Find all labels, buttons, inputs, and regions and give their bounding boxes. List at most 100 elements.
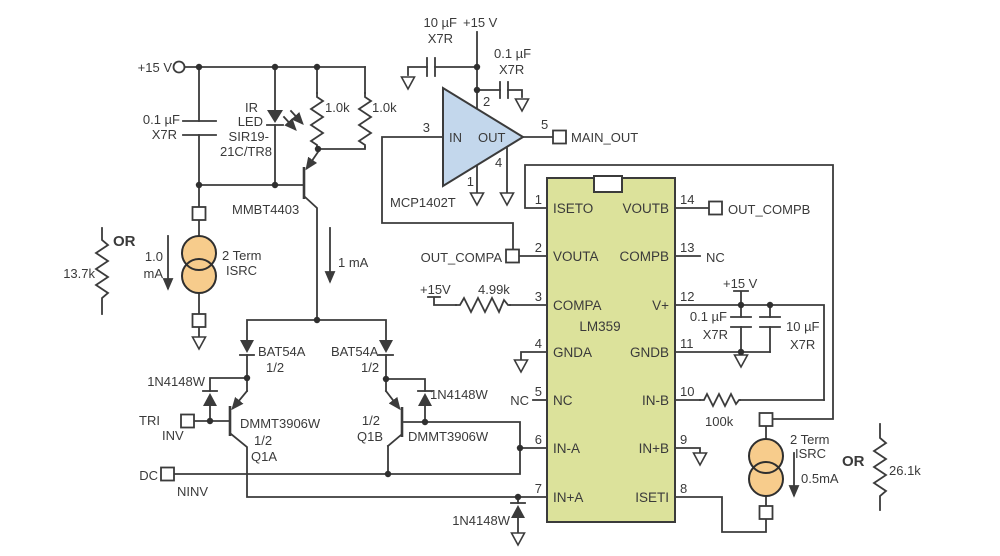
isrc-right-current: 0.5mA — [801, 471, 839, 486]
buffer-mcp1402t — [442, 86, 525, 188]
pin-number: 2 — [535, 240, 542, 255]
capacitors — [182, 57, 781, 328]
dc-label: DC — [139, 468, 158, 483]
wire-gnda — [520, 351, 548, 361]
vcc-vplus-label: +15 V — [723, 276, 758, 291]
q1b-part-label: DMMT3906W — [408, 429, 489, 444]
ic-notch — [593, 175, 623, 193]
cin-type: X7R — [152, 127, 177, 142]
terminal-dc — [160, 466, 175, 482]
collector-current-label: 1 mA — [338, 255, 369, 270]
r-load2-label: 1.0k — [372, 100, 397, 115]
wire-d1 — [209, 377, 248, 422]
r-inb-label: 100k — [705, 414, 734, 429]
terminal-tri — [180, 413, 195, 429]
transistor-mmbt4403 — [302, 148, 319, 199]
ground-icon — [692, 452, 708, 467]
wire-compa — [427, 296, 548, 306]
q1b-name-label: Q1B — [357, 429, 383, 444]
pin-number: 11 — [680, 336, 694, 351]
wire-d2 — [385, 378, 426, 423]
transistor-q1b — [384, 389, 404, 448]
d3-label: 1N4148W — [452, 513, 511, 528]
led-emission-arrow — [289, 109, 304, 125]
buffer-pin2: 2 — [483, 94, 490, 109]
bat54a-1-half: 1/2 — [266, 360, 284, 375]
ninv-label: NINV — [177, 484, 208, 499]
pin-label: NC — [553, 393, 573, 408]
pin-label: GNDA — [553, 345, 592, 360]
buffer-in-label: IN — [449, 130, 462, 145]
buffer-pin1: 1 — [467, 174, 474, 189]
led-emission-arrow — [282, 115, 297, 131]
pin-label: IN-A — [553, 441, 580, 456]
r-load1-label: 1.0k — [325, 100, 350, 115]
pin-label: V+ — [652, 298, 669, 313]
capacitor-cbulk2 — [759, 316, 781, 328]
capacitor-cbyp2 — [730, 316, 752, 328]
wire-iseto-loop — [524, 164, 834, 420]
cbyp-value: 0.1 µF — [494, 46, 531, 61]
diode-1n4148w-3 — [510, 502, 526, 518]
pin-label: GNDB — [630, 345, 669, 360]
pin-number: 3 — [535, 289, 542, 304]
pin-number: 5 — [535, 384, 542, 399]
pin-number: 8 — [680, 481, 687, 496]
transistors — [228, 148, 404, 448]
buffer-pin3: 3 — [423, 120, 430, 135]
terminal-isrc-left-bottom — [191, 313, 207, 328]
ic-part-label: LM359 — [579, 319, 620, 334]
pin-label: VOUTA — [553, 249, 599, 264]
led-label-2: LED — [238, 114, 263, 129]
pin-number: 12 — [680, 289, 694, 304]
wire-q1a-collector — [229, 432, 548, 498]
resistor-1k-b — [357, 92, 373, 148]
resistor-100k — [699, 391, 741, 409]
terminal-isrc-left-top — [191, 206, 207, 221]
wire-vplus — [674, 290, 825, 401]
labels: +15 V 0.1 µF X7R IR LED SIR19- 21C/TR8 1… — [63, 15, 921, 528]
r-alt-right-label: 26.1k — [889, 463, 921, 478]
pin-number: 13 — [680, 240, 694, 255]
isrc-left-type-1: 2 Term — [222, 248, 262, 263]
isrc-left-current-1: 1.0 — [145, 249, 163, 264]
current-source-right — [748, 438, 800, 498]
vcc-top-left-label: +15 V — [138, 60, 173, 75]
bat54a-2-half: 1/2 — [361, 360, 379, 375]
wire-collector — [303, 195, 318, 321]
buffer-part-label: MCP1402T — [390, 195, 456, 210]
nc5-label: NC — [510, 393, 529, 408]
ir-led — [266, 109, 304, 131]
current-source-left — [162, 235, 217, 294]
pin-number: 14 — [680, 192, 694, 207]
terminal-isrc-right-bottom — [758, 505, 774, 520]
pin-number: 6 — [535, 432, 542, 447]
cin-value: 0.1 µF — [143, 112, 180, 127]
r-alt-left-label: 13.7k — [63, 266, 95, 281]
wire-vouta-in — [381, 136, 548, 257]
cbyp2-value: 0.1 µF — [690, 309, 727, 324]
isrc-right-type-1: 2 Term — [790, 432, 830, 447]
terminal-out-compa — [505, 248, 520, 264]
buffer-out-label: OUT — [478, 130, 506, 145]
isrc-left-current-2: mA — [144, 266, 164, 281]
terminal-main-out — [552, 129, 567, 145]
buffer-pin5: 5 — [541, 117, 548, 132]
resistor-13k7 — [94, 227, 110, 315]
q1b-half-label: 1/2 — [362, 413, 380, 428]
cbyp-type: X7R — [499, 62, 524, 77]
resistors — [94, 92, 888, 511]
ground-icon — [400, 76, 416, 91]
wire-inpb — [674, 447, 701, 454]
capacitor-cbulk — [426, 57, 436, 77]
vcc-top-mid-label: +15 V — [463, 15, 498, 30]
transistor-q1a — [228, 389, 249, 436]
terminal-isrc-right-top — [758, 412, 774, 427]
terminal-vcc — [172, 60, 186, 74]
pin-label: IN-B — [642, 393, 669, 408]
pin-label: COMPA — [553, 298, 602, 313]
ground-icon — [499, 192, 515, 207]
led-label-3: SIR19- — [229, 129, 269, 144]
buffer-pin4: 4 — [495, 155, 502, 170]
